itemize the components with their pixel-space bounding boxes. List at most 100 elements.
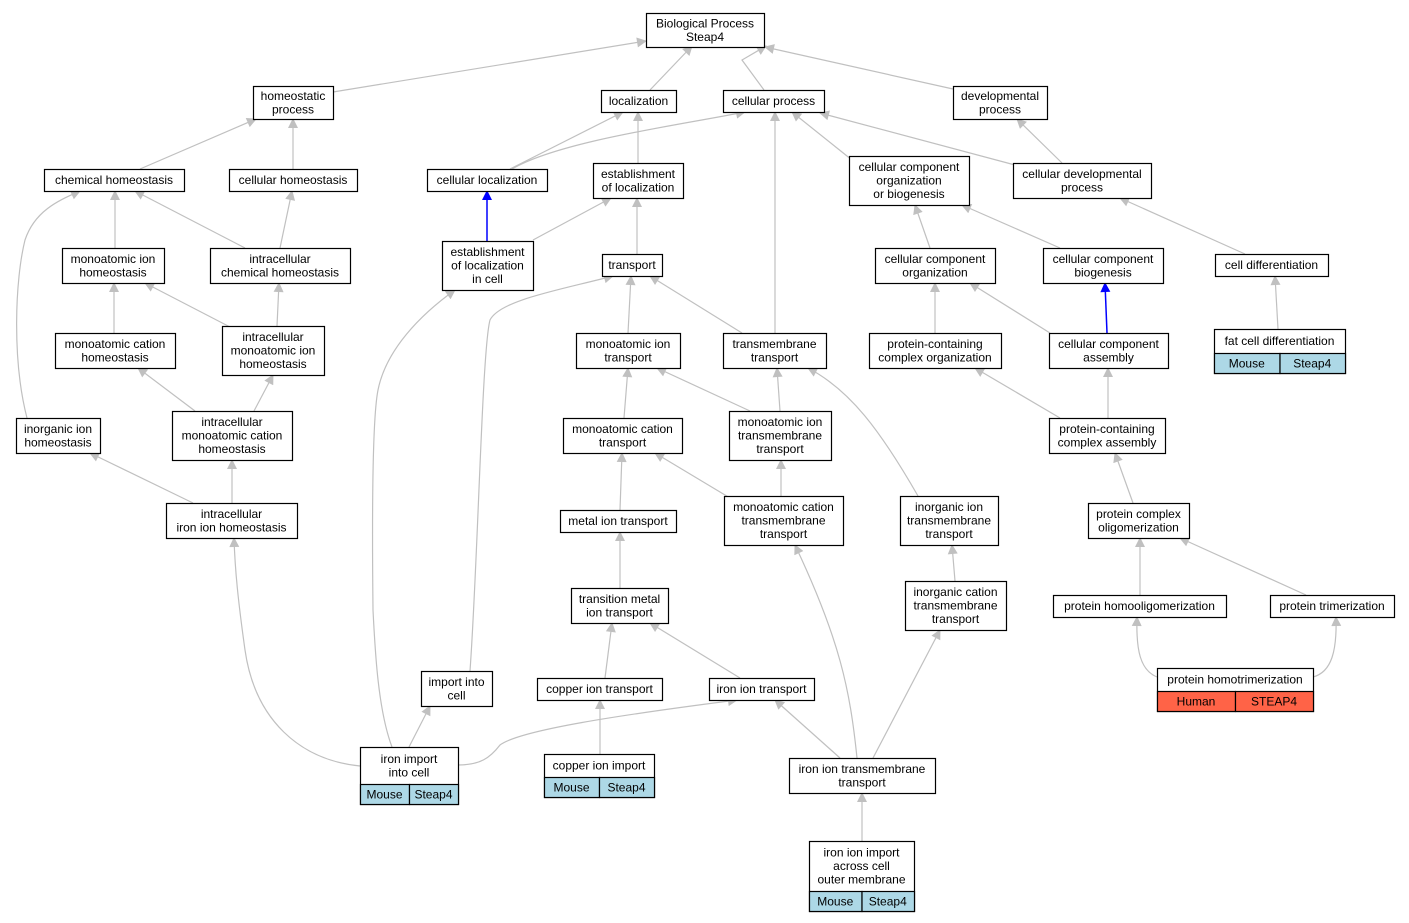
node-box — [209, 247, 352, 285]
gene-badge — [598, 776, 656, 799]
node-label: organization — [902, 265, 967, 279]
node-label: copper ion transport — [546, 682, 653, 696]
edge-fcd-to-cdiff — [1270, 275, 1281, 330]
node-box — [722, 332, 828, 370]
node-label: cellular localization — [437, 173, 538, 187]
node-label: cellular component — [1058, 337, 1159, 351]
edge-ptri-to-pco — [1179, 537, 1307, 596]
node-mit2[interactable]: metal ion transport — [559, 509, 678, 534]
node-cl[interactable]: cellular localization — [426, 168, 549, 193]
edge-ccob-to-cp — [791, 111, 853, 161]
node-label: homeostasis — [198, 442, 265, 456]
node-label: monoatomic ion — [71, 252, 156, 266]
node-box — [559, 509, 678, 534]
edge-ch-to-hp — [139, 117, 257, 170]
edge-imih-to-mih — [144, 282, 231, 328]
node-label: iron import — [381, 752, 438, 766]
node-label: biogenesis — [1074, 265, 1131, 279]
node-label: homeostasis — [239, 357, 306, 371]
edge-iiic-to-iic — [408, 705, 431, 748]
node-pho[interactable]: protein homooligomerization — [1052, 594, 1228, 619]
node-box — [441, 240, 535, 292]
node-label: intracellular — [201, 415, 262, 429]
node-box — [1087, 502, 1191, 540]
node-label: cell differentiation — [1225, 258, 1318, 272]
node-label: transport — [932, 612, 980, 626]
node-ch[interactable]: chemical homeostasis — [43, 168, 186, 193]
node-tr[interactable]: transport — [601, 253, 664, 278]
node-label: transmembrane — [732, 337, 816, 351]
node-label: across cell — [833, 859, 890, 873]
edges-layer — [16, 37, 1342, 841]
node-box — [904, 580, 1008, 632]
node-loc[interactable]: localization — [600, 89, 678, 114]
edge-hp-to-bp — [332, 37, 647, 93]
edge-iiih-to-iih — [89, 452, 194, 504]
node-ptri[interactable]: protein trimerization — [1269, 594, 1396, 619]
node-celh[interactable]: cellular homeostasis — [228, 168, 359, 193]
node-box — [848, 155, 971, 207]
node-box — [601, 253, 664, 278]
node-label: intracellular — [249, 252, 310, 266]
edge-loc-to-bp — [649, 45, 693, 91]
node-label: homeostasis — [79, 265, 146, 279]
edge-imch-to-mch — [137, 367, 196, 412]
gene-label: STEAP4 — [1251, 695, 1297, 709]
node-box — [1214, 253, 1330, 278]
node-label: localization — [609, 94, 668, 108]
node-label: iron ion homeostasis — [176, 520, 286, 534]
node-label: protein homooligomerization — [1064, 599, 1215, 613]
node-label: establishment — [601, 167, 676, 181]
node-box — [1052, 594, 1228, 619]
node-cp[interactable]: cellular process — [722, 89, 826, 114]
node-box — [1012, 162, 1153, 200]
edge-pcca-to-pcco — [974, 367, 1061, 419]
node-iit[interactable]: iron ion transport — [708, 677, 816, 702]
node-label: monoatomic ion — [586, 337, 671, 351]
node-label: cellular component — [1053, 252, 1154, 266]
node-label: transmembrane — [741, 514, 825, 528]
node-label: inorganic cation — [913, 585, 997, 599]
node-cdiff[interactable]: cell differentiation — [1214, 253, 1330, 278]
node-label: intracellular — [242, 330, 303, 344]
node-cit[interactable]: copper ion transport — [536, 677, 664, 702]
edge-iic-to-tr — [469, 273, 614, 672]
node-box — [54, 332, 177, 370]
node-box — [171, 410, 294, 462]
